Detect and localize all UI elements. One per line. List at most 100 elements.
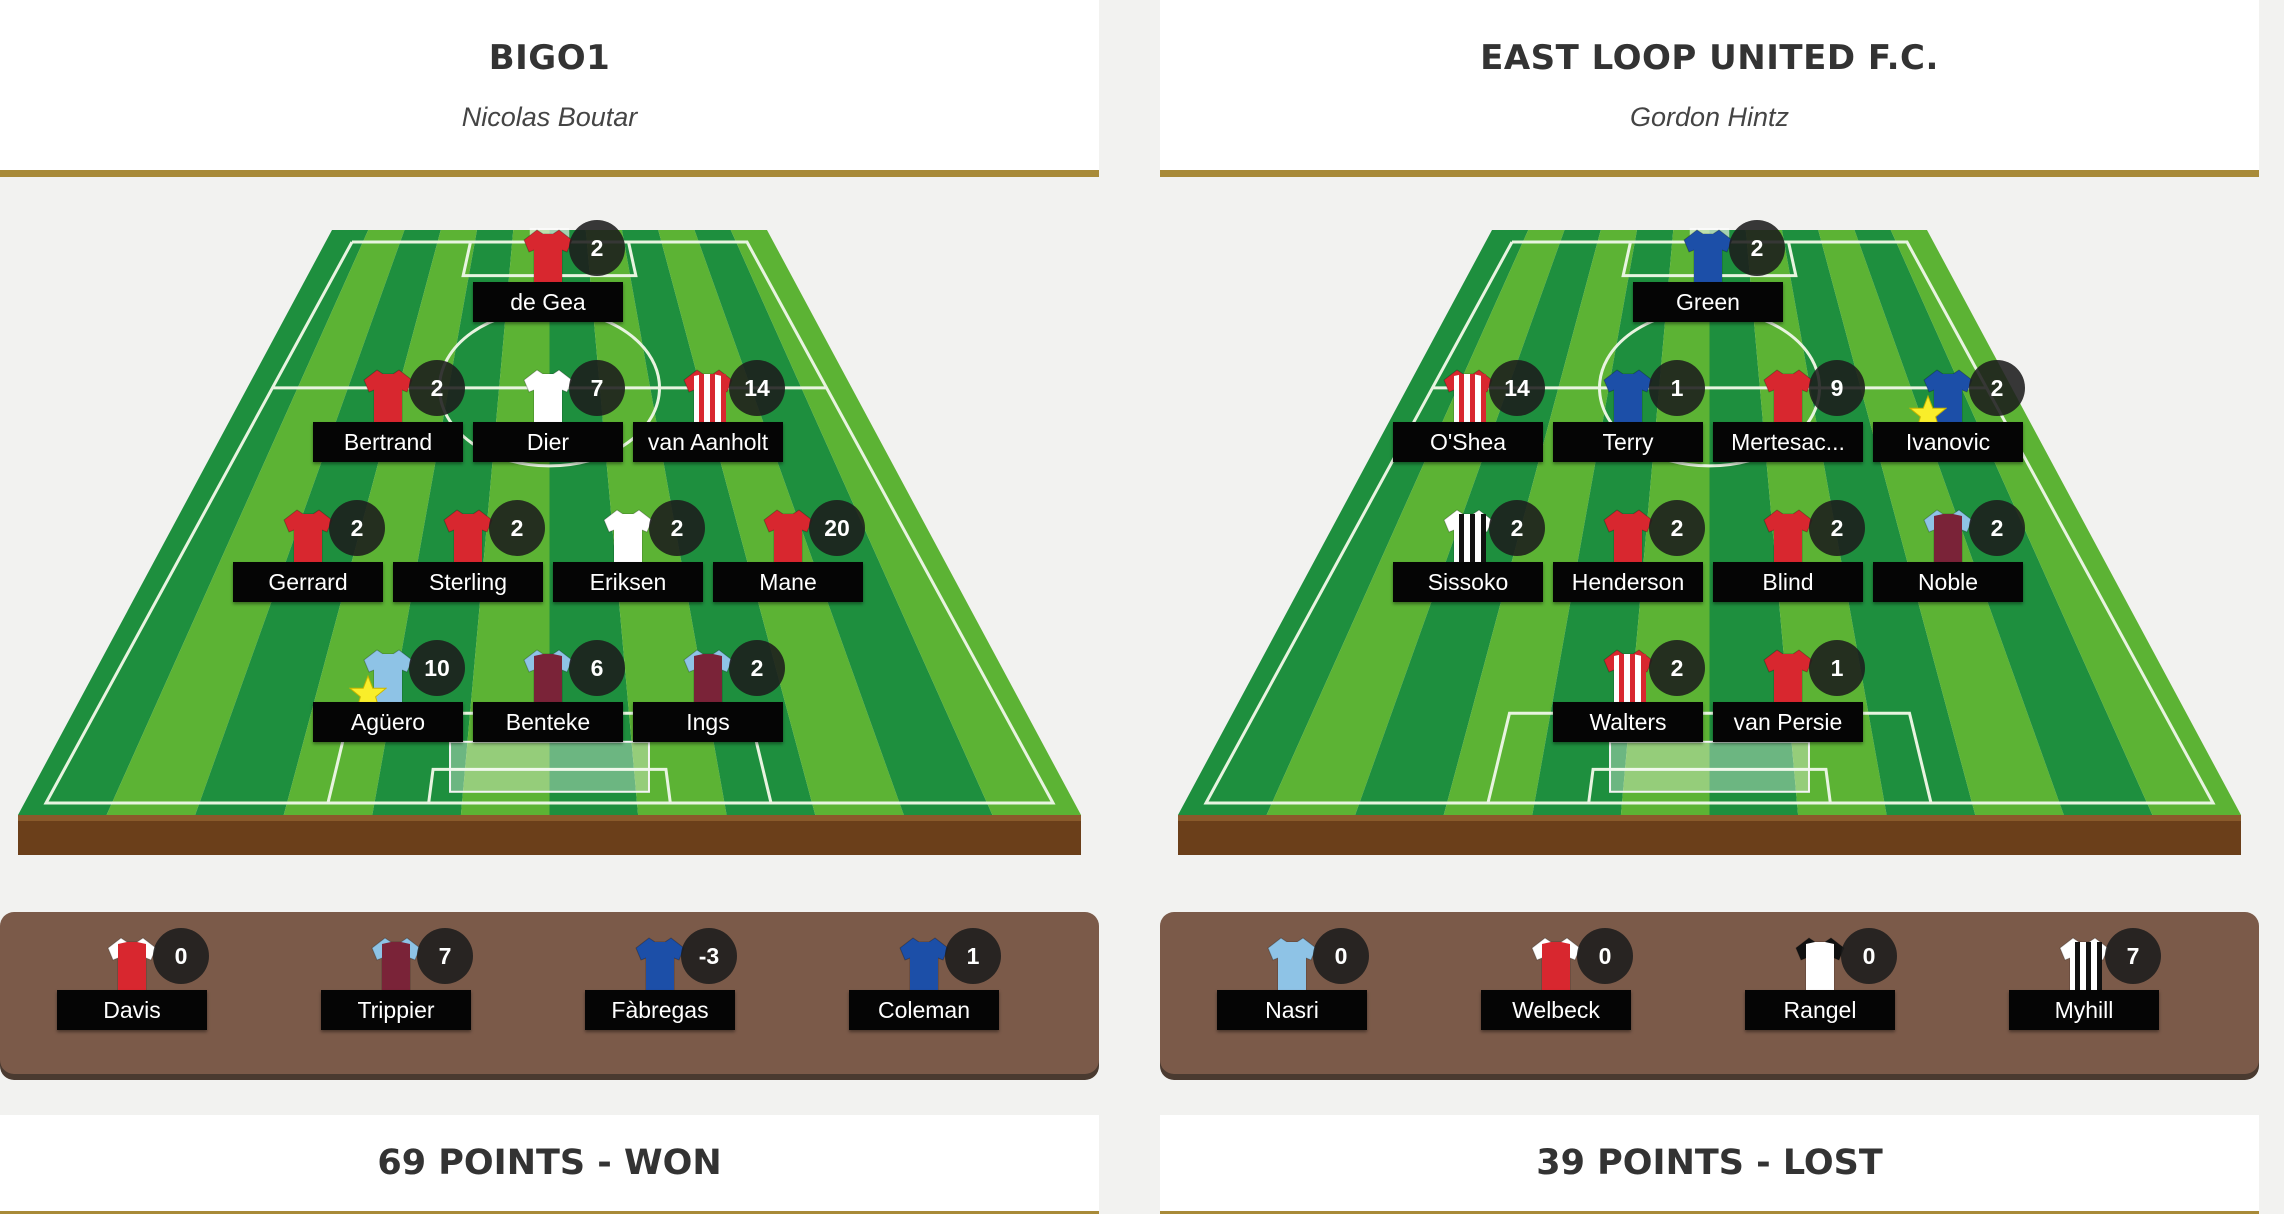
player-name: Walters [1553, 702, 1703, 742]
player-points: 2 [649, 500, 705, 556]
shirt-icon [1683, 229, 1733, 285]
shirt-icon [633, 934, 687, 994]
player-name: Ivanovic [1873, 422, 2023, 462]
player-name: Benteke [473, 702, 623, 742]
player-name: Welbeck [1481, 990, 1631, 1030]
manager-name: Nicolas Boutar [461, 102, 638, 132]
player-points: 0 [1313, 928, 1369, 984]
shirt-icon [443, 509, 493, 565]
player-name: Sissoko [1393, 562, 1543, 602]
shirt-icon [1923, 509, 1973, 565]
player-name: Davis [57, 990, 207, 1030]
shirt-icon [763, 509, 813, 565]
result-text: 39 POINTS - LOST [1536, 1143, 1883, 1183]
player-points: 0 [1577, 928, 1633, 984]
player-name: Gerrard [233, 562, 383, 602]
player-name: Myhill [2009, 990, 2159, 1030]
shirt-icon [1267, 937, 1317, 993]
player-name: Nasri [1217, 990, 1367, 1030]
player-points: 2 [1489, 500, 1545, 556]
shirt-icon [521, 646, 575, 706]
shirt-icon [1601, 506, 1655, 566]
player-points: 0 [1841, 928, 1897, 984]
shirt-icon [1443, 509, 1493, 565]
shirt-icon [363, 369, 413, 425]
shirt-icon [1793, 934, 1847, 994]
player-points: 2 [1649, 640, 1705, 696]
player-name: de Gea [473, 282, 623, 322]
shirt-icon [1441, 366, 1495, 426]
player-name: Terry [1553, 422, 1703, 462]
player-name: Eriksen [553, 562, 703, 602]
player-points: 20 [809, 500, 865, 556]
shirt-icon [1603, 509, 1653, 565]
shirt-icon [1531, 937, 1581, 993]
shirt-icon [1529, 934, 1583, 994]
team-name[interactable]: BIGO1 [488, 38, 611, 78]
shirt-icon [761, 506, 815, 566]
shirt-icon [523, 229, 573, 285]
shirt-icon [105, 934, 159, 994]
shirt-icon [1265, 934, 1319, 994]
shirt-icon [1761, 506, 1815, 566]
player-name: Trippier [321, 990, 471, 1030]
shirt-icon [369, 934, 423, 994]
result-text: 69 POINTS - WON [377, 1143, 722, 1183]
shirt-icon [521, 226, 575, 286]
shirt-icon [523, 649, 573, 705]
player-name: O'Shea [1393, 422, 1543, 462]
player-points: 0 [153, 928, 209, 984]
player-points: 7 [569, 360, 625, 416]
player-points: 2 [489, 500, 545, 556]
shirt-icon [603, 509, 653, 565]
shirt-icon [683, 649, 733, 705]
player-points: 7 [417, 928, 473, 984]
result-bar: 39 POINTS - LOST [1160, 1115, 2259, 1214]
shirt-icon [521, 366, 575, 426]
player-name: Fàbregas [585, 990, 735, 1030]
player-points: 2 [409, 360, 465, 416]
player-points: 14 [729, 360, 785, 416]
team-header: BIGO1 Nicolas Boutar [0, 0, 1099, 177]
player-points: 1 [945, 928, 1001, 984]
shirt-icon [1603, 649, 1653, 705]
player-points: 2 [329, 500, 385, 556]
player-points: 1 [1809, 640, 1865, 696]
shirt-icon [681, 646, 735, 706]
player-points: 9 [1809, 360, 1865, 416]
team-name[interactable]: EAST LOOP UNITED F.C. [1480, 38, 1939, 78]
player-points: 6 [569, 640, 625, 696]
